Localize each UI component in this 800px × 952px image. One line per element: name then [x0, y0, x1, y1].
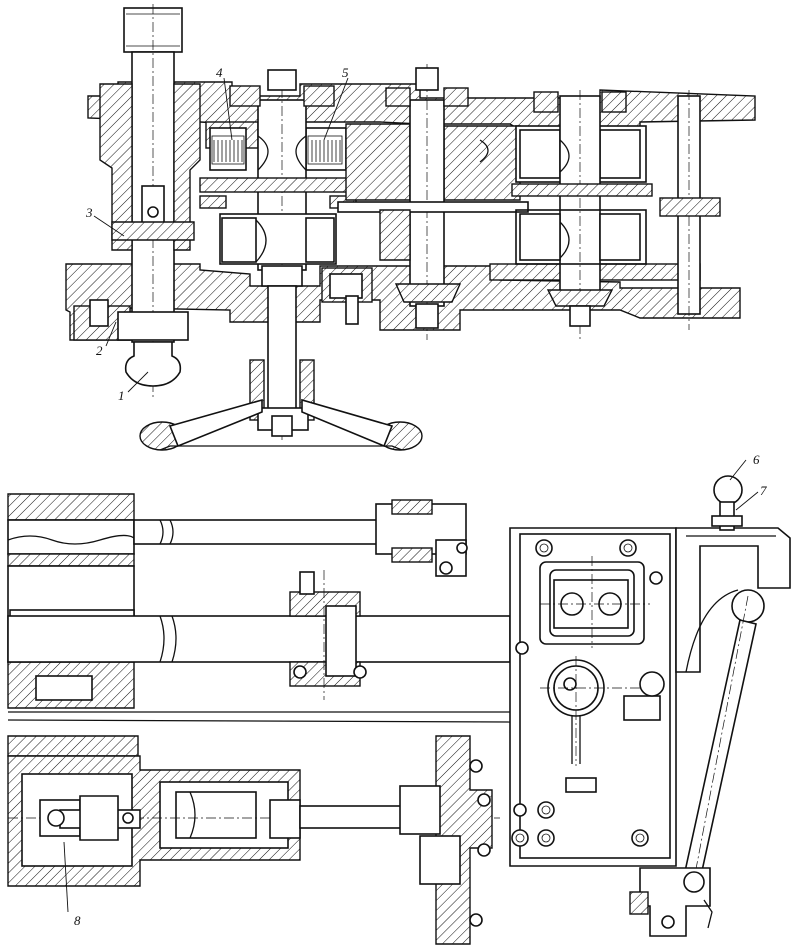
callout-3: 3	[86, 205, 93, 220]
gear-teeth-right	[307, 135, 343, 165]
lower-shafts-view	[7, 493, 511, 945]
gear-teeth-left	[211, 135, 245, 165]
callout-5: 5	[342, 65, 349, 80]
callout-leaders	[63, 77, 759, 913]
callout-4: 4	[216, 65, 223, 80]
callout-8: 8	[74, 913, 81, 928]
upper-section-view	[65, 4, 756, 451]
callout-2: 2	[96, 343, 103, 358]
callout-7: 7	[760, 483, 767, 498]
callout-6: 6	[753, 452, 760, 467]
callout-1: 1	[118, 388, 125, 403]
lower-panel-view	[509, 475, 791, 937]
